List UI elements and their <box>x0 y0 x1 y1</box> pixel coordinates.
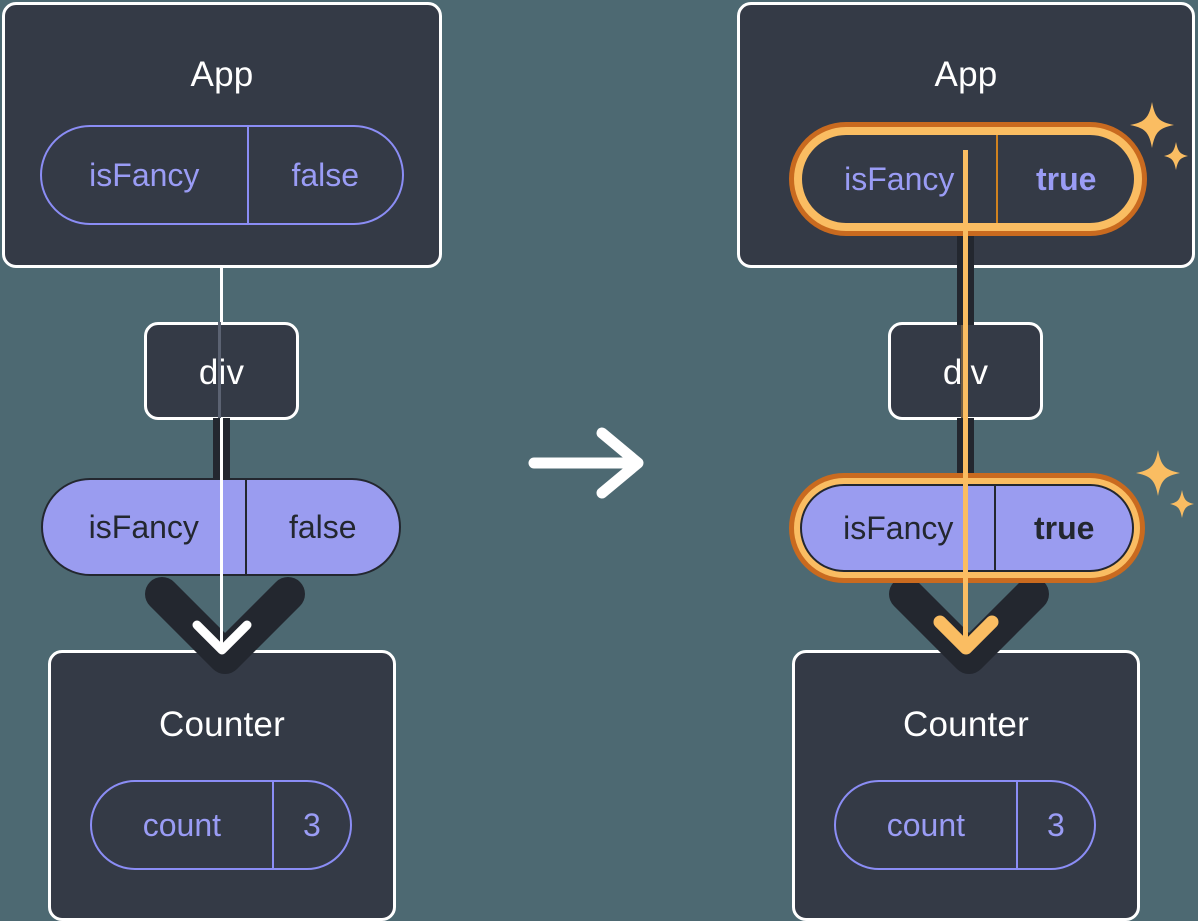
flow-line-after <box>963 150 968 650</box>
app-state-value-before: false <box>246 127 402 223</box>
counter-state-value-after: 3 <box>1015 782 1094 868</box>
prop-value-after: true <box>994 486 1132 570</box>
counter-title-after: Counter <box>903 705 1029 744</box>
app-title-before: App <box>190 55 254 94</box>
div-title-before: div <box>198 353 245 392</box>
counter-state-key-before: count <box>142 806 222 843</box>
prop-key-before: isFancy <box>88 508 199 545</box>
connector-through-div-before <box>218 322 221 420</box>
app-state-value-after: true <box>996 135 1134 223</box>
flow-arrowhead-after <box>932 596 1000 672</box>
app-state-pill-before: isFancy false <box>40 125 404 225</box>
sparkles-icon-prop <box>1134 448 1196 535</box>
arrow-right-icon <box>528 427 644 499</box>
connector-app-to-div-before <box>220 262 223 324</box>
counter-state-pill-after: count 3 <box>834 780 1096 870</box>
prop-arrow-dark-before <box>140 572 310 674</box>
transition-arrow <box>528 425 652 506</box>
prop-value-before: false <box>244 480 399 574</box>
flow-arrowhead-before <box>190 600 254 670</box>
app-state-pill-after[interactable]: isFancy true <box>800 133 1136 225</box>
app-state-key-after: isFancy <box>844 160 955 197</box>
app-title-after: App <box>934 55 998 94</box>
counter-state-value-before: 3 <box>271 782 350 868</box>
app-state-key-before: isFancy <box>89 156 200 193</box>
div-box-before: div <box>144 322 299 420</box>
flow-line-before <box>220 418 223 648</box>
counter-state-pill-before: count 3 <box>90 780 352 870</box>
prop-key-after: isFancy <box>843 509 954 546</box>
sparkles-icon-app <box>1128 100 1190 187</box>
counter-title-before: Counter <box>159 705 285 744</box>
counter-state-key-after: count <box>886 806 966 843</box>
prop-arrow-dark-after <box>884 572 1054 674</box>
